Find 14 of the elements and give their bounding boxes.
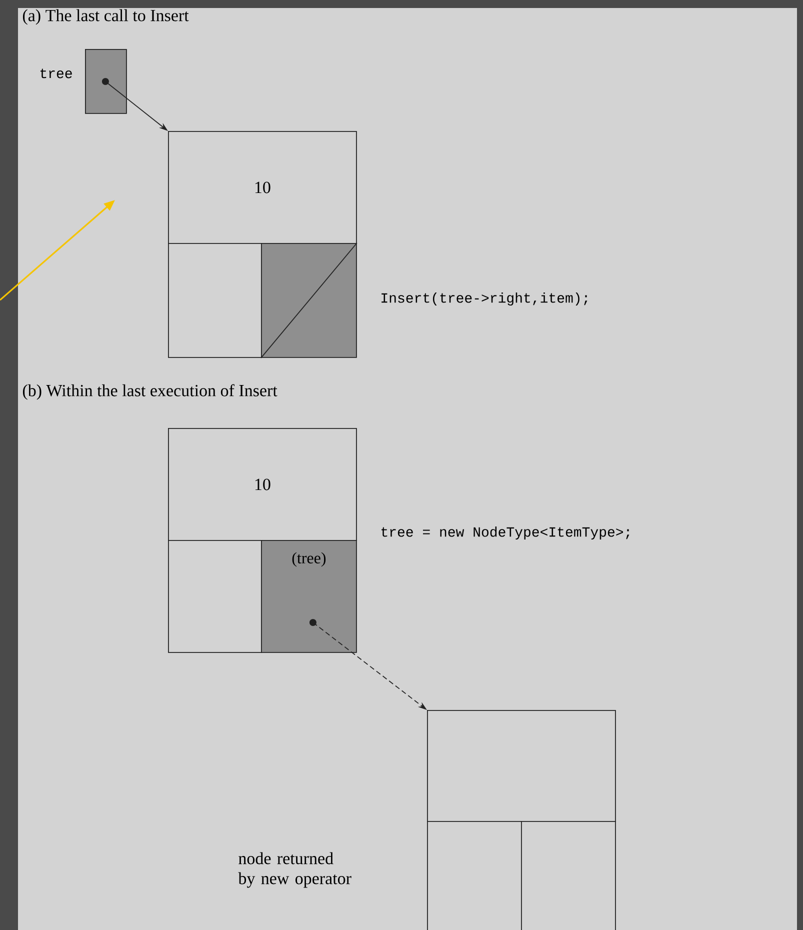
code-line: tree = new NodeType<ItemType>; (382, 526, 630, 540)
code-line: Insert(tree->right,item); (382, 292, 588, 306)
pointer-box: tree (40, 49, 127, 114)
note-text: node returned by new operator (238, 852, 352, 888)
info-cell: 10 (168, 131, 357, 244)
pointer-cell (521, 821, 616, 930)
panel-caption: (a) The last call to Insert (22, 9, 189, 25)
node-label: tree (40, 68, 72, 78)
null-pointer-cell (260, 242, 358, 358)
pointer-cell (168, 540, 262, 653)
pointer-cell (168, 243, 262, 358)
pointer-cell (427, 821, 522, 930)
panel-caption: (b) Within the last execution of Insert (22, 384, 278, 400)
pointer-cell: (tree) (261, 540, 357, 653)
